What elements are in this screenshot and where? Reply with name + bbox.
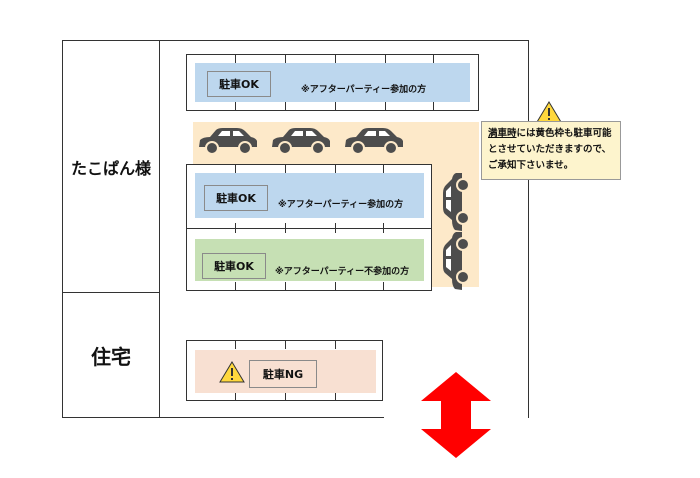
- notice-line-3: ご承知下さいませ。: [488, 160, 574, 171]
- stall-divider: [433, 102, 434, 110]
- parking-band-green: [195, 239, 424, 281]
- parking-lot-middle: 駐車OK ※アフターパーティー参加の方 駐車OK ※アフターパーティー不参加の方: [186, 164, 432, 291]
- parking-ok-label: 駐車OK: [204, 185, 268, 211]
- stall-divider: [285, 392, 286, 400]
- car-icon: [345, 128, 403, 155]
- parking-band-blue: [195, 63, 470, 102]
- notice-line-1-rest: には黄色枠も駐車可能: [516, 128, 612, 139]
- stall-divider: [383, 282, 384, 290]
- stall-divider: [335, 392, 336, 400]
- stall-divider: [235, 341, 236, 349]
- house-tacopan-label: たこぱん様: [70, 158, 151, 178]
- stall-divider: [433, 55, 434, 63]
- warning-icon: [219, 361, 245, 383]
- parking-band-pink: [195, 350, 376, 393]
- stall-divider: [385, 102, 386, 110]
- car-icon: [199, 128, 257, 155]
- stall-divider: [285, 165, 286, 173]
- stall-divider: [285, 102, 286, 110]
- parking-ng-label: 駐車NG: [249, 360, 317, 388]
- car-icon: [443, 173, 470, 231]
- stall-divider: [335, 102, 336, 110]
- notice-underlined: 満車時: [488, 128, 517, 139]
- notice-line-1: 満車時には黄色枠も駐車可能: [488, 126, 614, 142]
- parking-lot-ng: 駐車NG: [186, 340, 383, 401]
- site-top-border: [62, 40, 529, 41]
- stall-divider: [335, 341, 336, 349]
- overflow-notice: 満車時には黄色枠も駐車可能 とさせていただきますので、 ご承知下さいませ。: [481, 121, 621, 180]
- site-right-border: [528, 40, 529, 418]
- stall-divider: [383, 165, 384, 173]
- house-residence-label: 住宅: [91, 344, 131, 369]
- car-icon: [272, 128, 330, 155]
- parking-ok-label: 駐車OK: [202, 253, 266, 279]
- stall-divider: [235, 165, 236, 173]
- stall-divider: [235, 55, 236, 63]
- house-residence: 住宅: [62, 292, 160, 418]
- parking-note: ※アフターパーティー参加の方: [278, 200, 404, 210]
- stall-divider: [235, 102, 236, 110]
- stall-divider: [235, 282, 236, 290]
- notice-line-2: とさせていただきますので、: [488, 144, 612, 155]
- house-tacopan: たこぱん様: [62, 40, 160, 293]
- stall-divider: [285, 341, 286, 349]
- double-arrow-icon: [421, 372, 491, 458]
- stall-divider: [385, 55, 386, 63]
- parking-note: ※アフターパーティー参加の方: [301, 85, 427, 95]
- parking-lot-top: 駐車OK ※アフターパーティー参加の方: [186, 54, 479, 111]
- stall-divider: [335, 55, 336, 63]
- stall-divider: [335, 282, 336, 290]
- stall-divider: [335, 165, 336, 173]
- car-icon: [443, 232, 470, 290]
- parking-ok-label: 駐車OK: [207, 71, 271, 97]
- stall-divider: [285, 282, 286, 290]
- site-bottom-border: [62, 417, 384, 418]
- lot-separator: [187, 228, 431, 229]
- stall-divider: [285, 55, 286, 63]
- stall-divider: [235, 392, 236, 400]
- parking-note: ※アフターパーティー不参加の方: [275, 267, 410, 277]
